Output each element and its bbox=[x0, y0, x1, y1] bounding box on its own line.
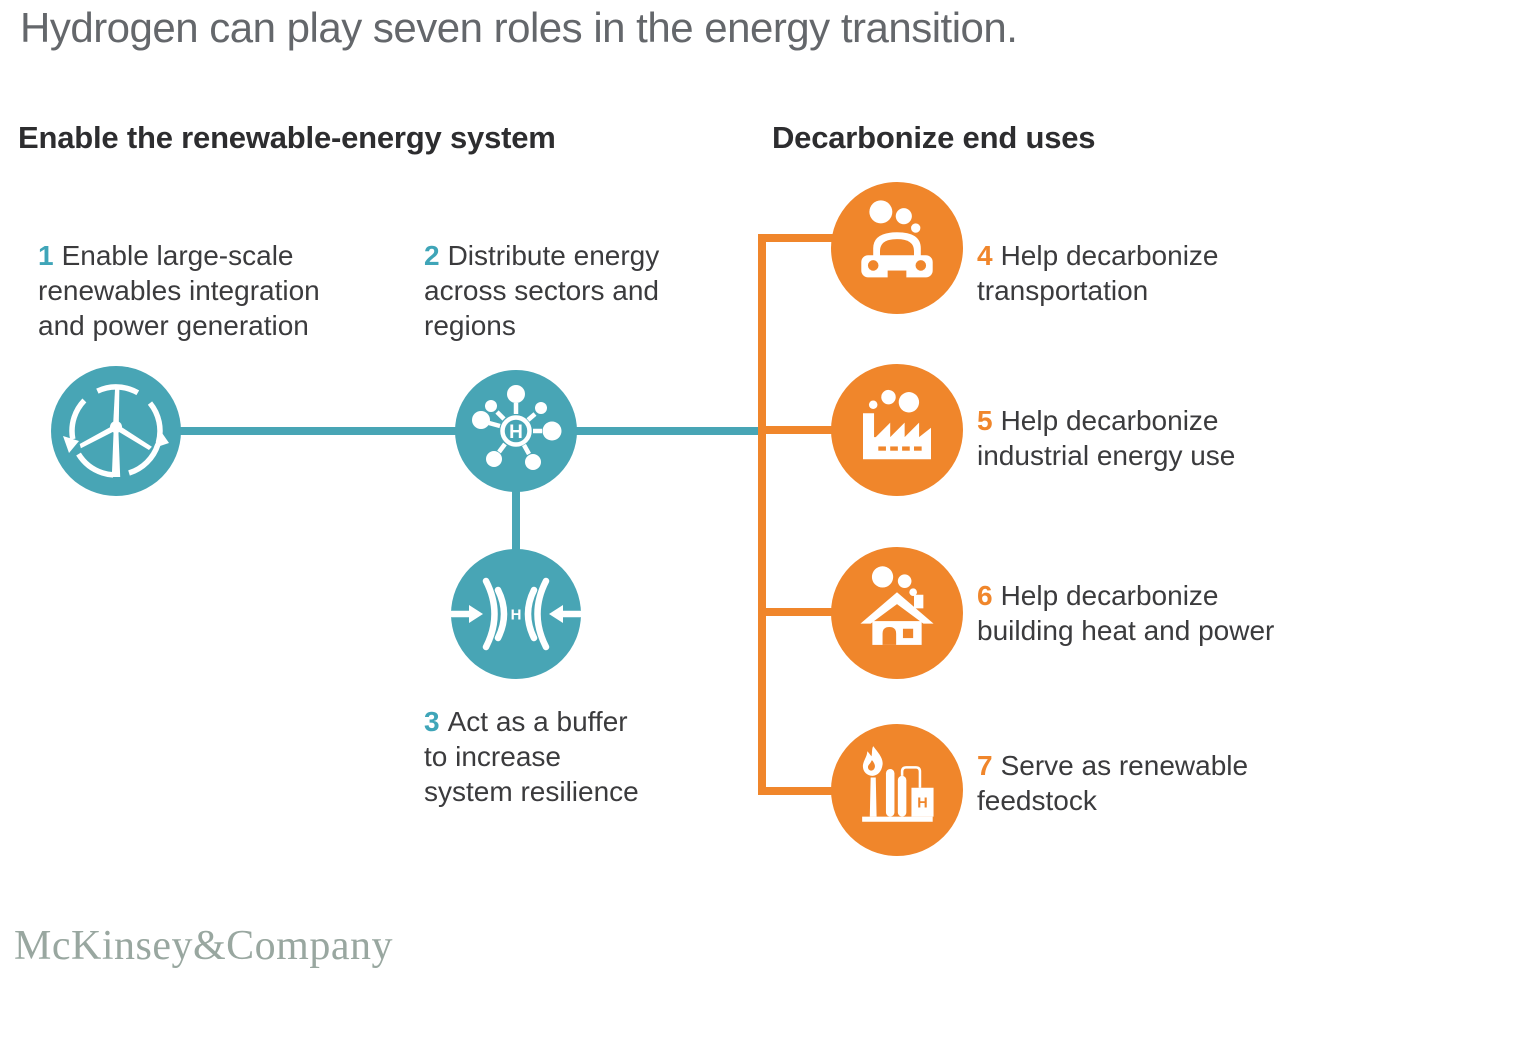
item-2-number: 2 bbox=[424, 240, 440, 271]
item-5-number: 5 bbox=[977, 405, 993, 436]
house-icon bbox=[860, 566, 934, 645]
item-5-text: Help decarbonize industrial energy use bbox=[977, 405, 1236, 471]
node-circle-buildings bbox=[831, 547, 963, 679]
item-1-text: Enable large-scale renewables integratio… bbox=[38, 240, 320, 341]
factory-icon bbox=[863, 389, 931, 460]
buffer-h-letter: H bbox=[511, 607, 522, 624]
flare-flame bbox=[862, 746, 883, 776]
inward-arrow-right bbox=[549, 605, 563, 623]
section-header-decarbonize: Decarbonize end uses bbox=[772, 120, 1096, 155]
inward-arrow-left bbox=[469, 605, 483, 623]
wind-turbine-icon bbox=[63, 384, 169, 478]
item-4-text: Help decarbonize transportation bbox=[977, 240, 1219, 306]
car-icon bbox=[861, 200, 933, 279]
node-circle-hub bbox=[455, 370, 577, 492]
item-3-number: 3 bbox=[424, 706, 440, 737]
node-circle-industry bbox=[831, 364, 963, 496]
item-4-number: 4 bbox=[977, 240, 993, 271]
item-7-text: Serve as renewable feedstock bbox=[977, 750, 1249, 816]
section-header-renewables: Enable the renewable-energy system bbox=[18, 120, 556, 155]
node-circle-feedstock bbox=[831, 724, 963, 856]
cycle-arrow-left bbox=[63, 436, 79, 453]
buffer-icon: H bbox=[448, 577, 584, 651]
item-7-number: 7 bbox=[977, 750, 993, 781]
item-3-text: Act as a buffer to increase system resil… bbox=[424, 706, 639, 807]
item-1-number: 1 bbox=[38, 240, 54, 271]
hub-h-letter: H bbox=[509, 422, 523, 443]
item-2-text: Distribute energy across sectors and reg… bbox=[424, 240, 660, 341]
item-6-text: Help decarbonize building heat and power bbox=[977, 580, 1275, 646]
refinery-h-letter: H bbox=[917, 795, 927, 811]
item-6-number: 6 bbox=[977, 580, 993, 611]
orange-connectors bbox=[758, 234, 897, 795]
cycle-arrow-right bbox=[154, 430, 169, 448]
mckinsey-logo: McKinsey&Company bbox=[14, 923, 393, 969]
refinery-icon: H bbox=[862, 746, 934, 822]
hydrogen-hub-icon: H bbox=[472, 385, 562, 470]
page-title: Hydrogen can play seven roles in the ene… bbox=[20, 4, 1018, 51]
teal-connectors bbox=[116, 427, 762, 614]
